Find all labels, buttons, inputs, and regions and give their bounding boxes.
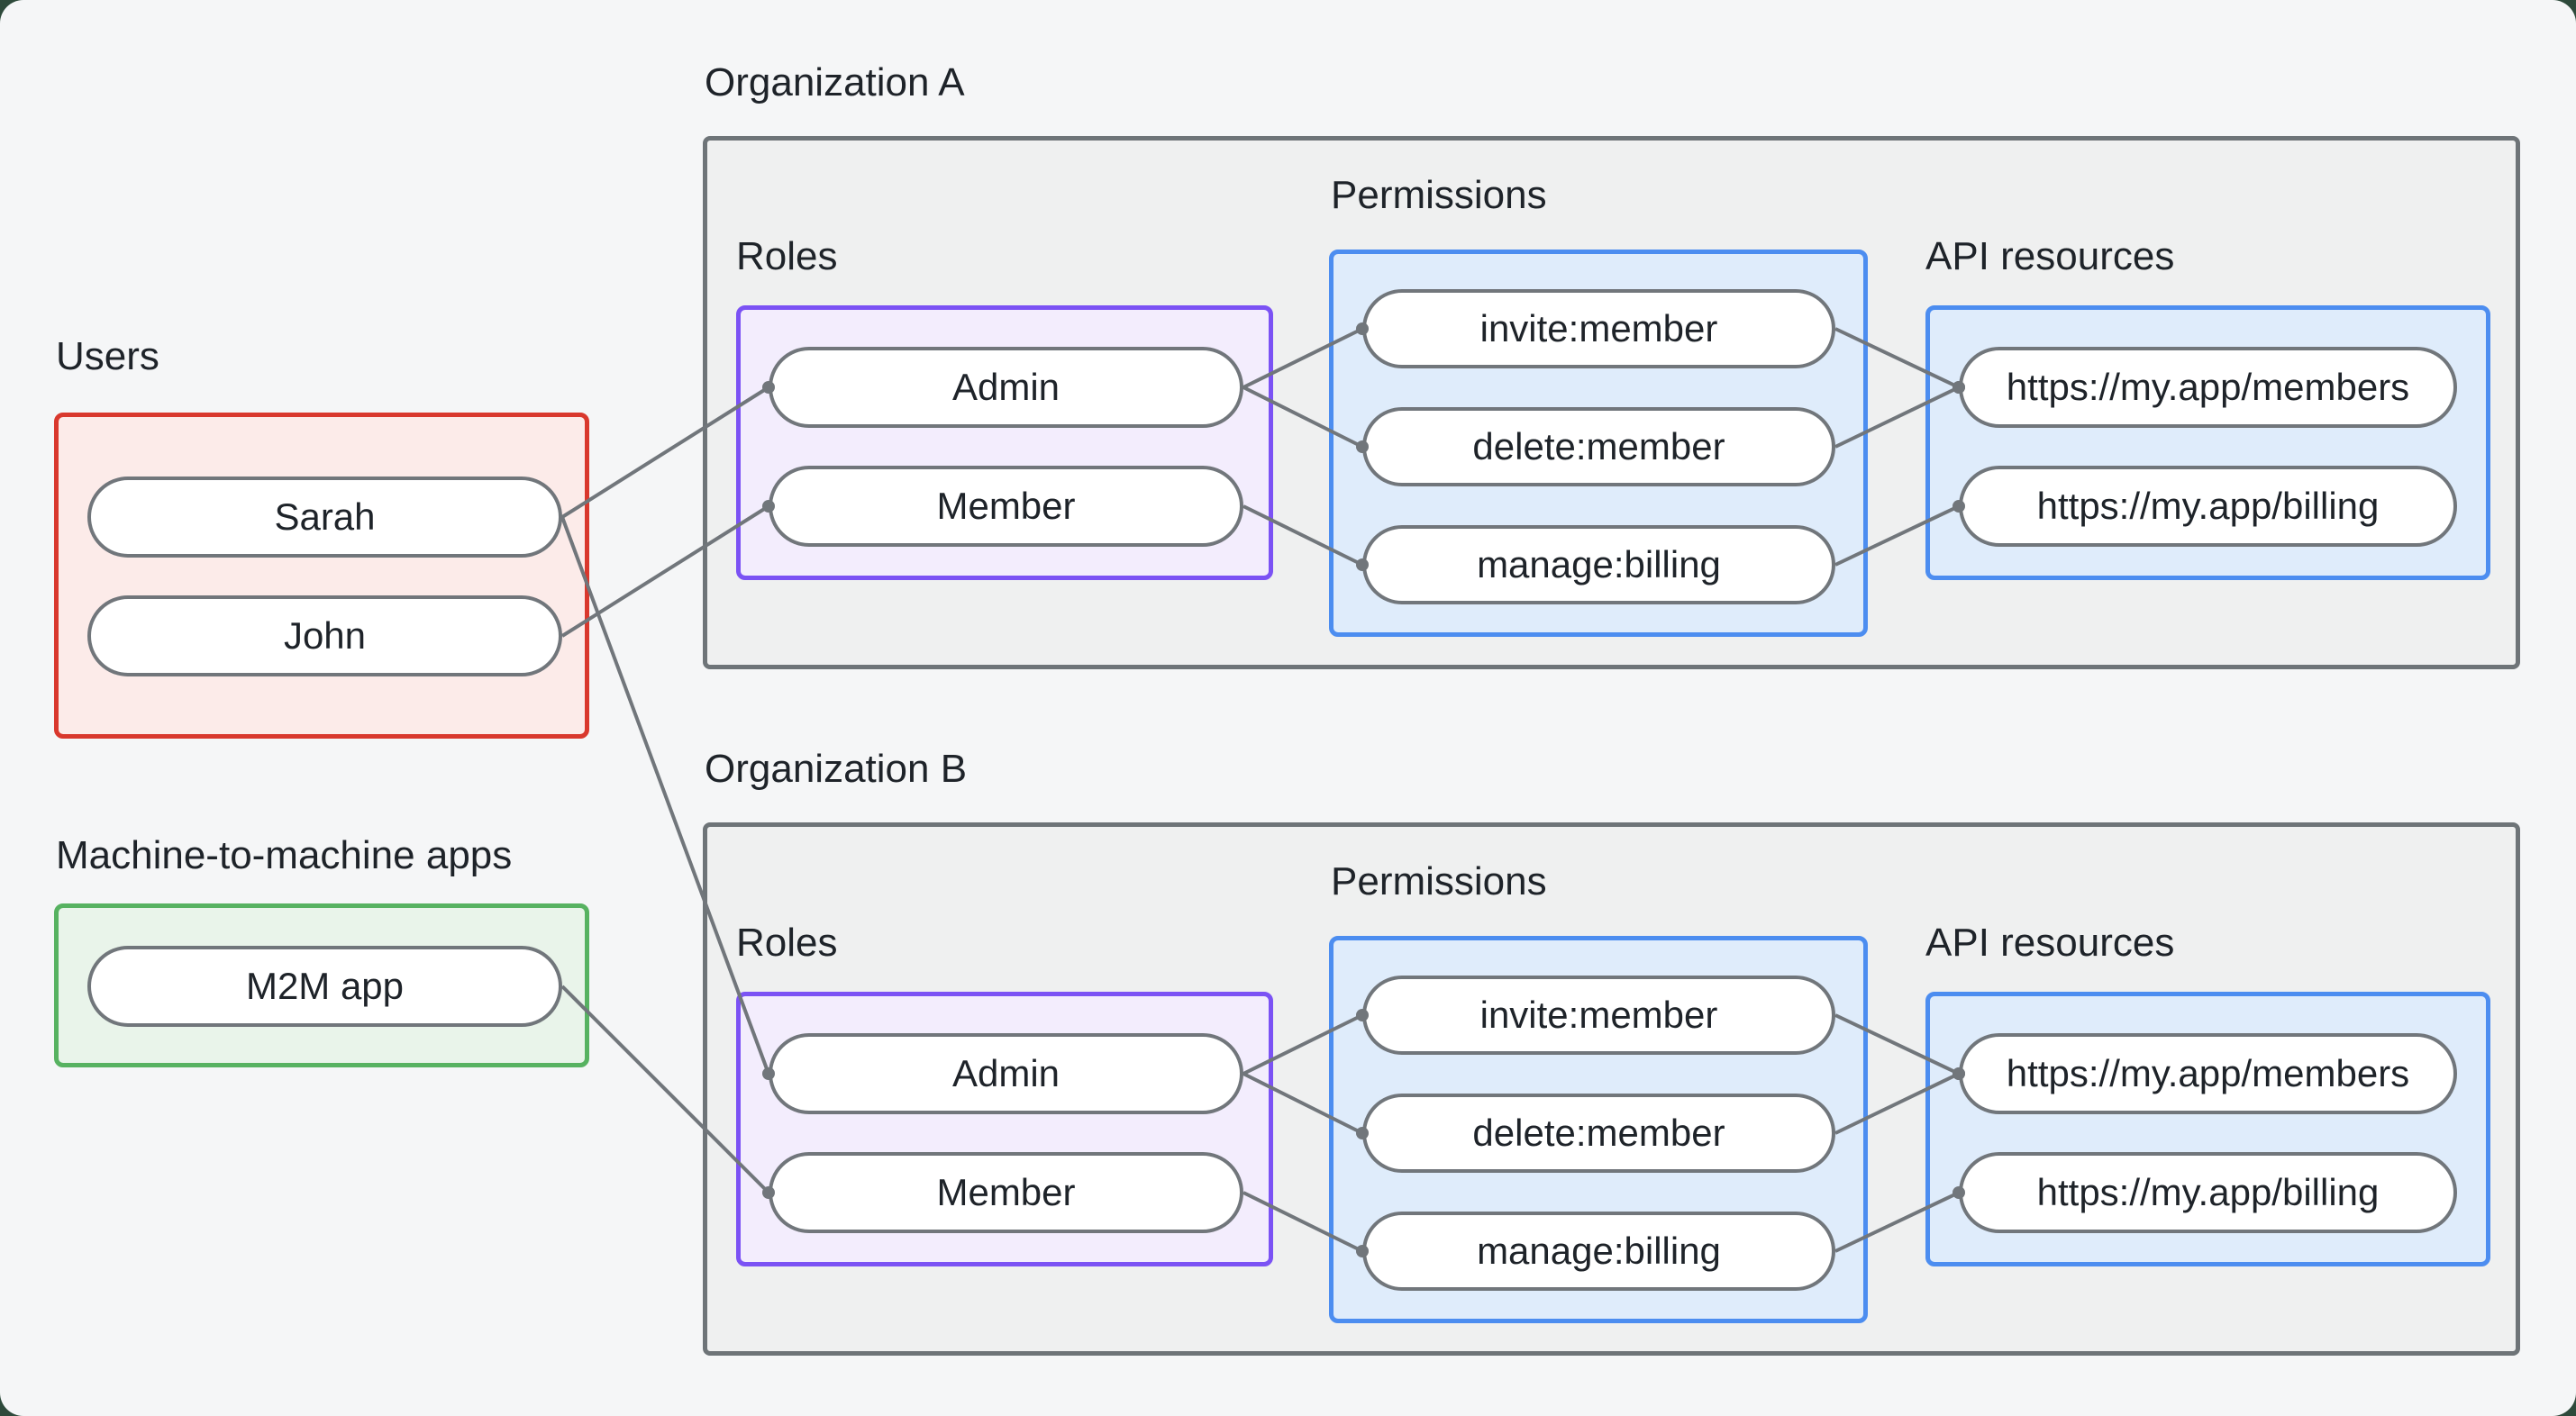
org-a-role-admin: Admin — [769, 347, 1243, 428]
org-a-permission-delete-member: delete:member — [1362, 407, 1835, 486]
m2m-group-label: Machine-to-machine apps — [56, 833, 513, 877]
org-b-roles-label: Roles — [736, 921, 838, 965]
org-a-title: Organization A — [705, 60, 965, 104]
org-a-api-billing-resource: https://my.app/billing — [1959, 466, 2457, 547]
org-b-role-member: Member — [769, 1152, 1243, 1233]
org-a-api-members-resource: https://my.app/members — [1959, 347, 2457, 428]
org-b-title: Organization B — [705, 747, 968, 791]
org-b-api-members-resource: https://my.app/members — [1959, 1033, 2457, 1114]
m2m-app-node: M2M app — [87, 946, 562, 1027]
org-a-permission-manage-billing: manage:billing — [1362, 525, 1835, 604]
org-a-role-member: Member — [769, 466, 1243, 547]
user-node-john: John — [87, 595, 562, 676]
org-a-permission-invite-member: invite:member — [1362, 289, 1835, 368]
org-a-permissions-label: Permissions — [1331, 173, 1547, 217]
users-group-label: Users — [56, 334, 159, 378]
org-a-roles-label: Roles — [736, 234, 838, 278]
org-b-permission-manage-billing: manage:billing — [1362, 1212, 1835, 1291]
org-b-permission-delete-member: delete:member — [1362, 1094, 1835, 1173]
users-group-box — [54, 413, 589, 739]
org-b-permissions-label: Permissions — [1331, 859, 1547, 903]
org-b-permission-invite-member: invite:member — [1362, 976, 1835, 1055]
org-b-role-admin: Admin — [769, 1033, 1243, 1114]
org-b-api-billing-resource: https://my.app/billing — [1959, 1152, 2457, 1233]
org-a-api-resources-label: API resources — [1925, 234, 2175, 278]
user-node-sarah: Sarah — [87, 477, 562, 558]
org-b-api-resources-label: API resources — [1925, 921, 2175, 965]
